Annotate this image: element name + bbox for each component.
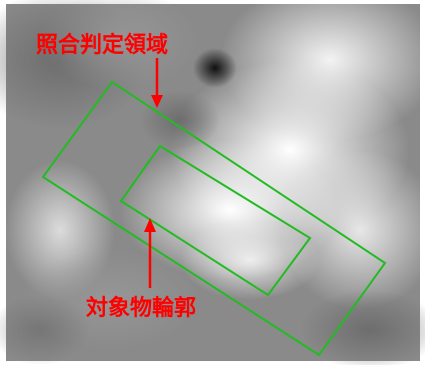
object-contour-label: 対象物輪郭 bbox=[86, 295, 196, 321]
collation-region-label: 照合判定領域 bbox=[36, 32, 168, 58]
object-contour-arrow-head bbox=[144, 218, 156, 232]
object-contour-outline bbox=[119, 144, 312, 297]
collation-region-outline bbox=[41, 80, 387, 357]
collation-region-arrow-head bbox=[151, 95, 163, 108]
